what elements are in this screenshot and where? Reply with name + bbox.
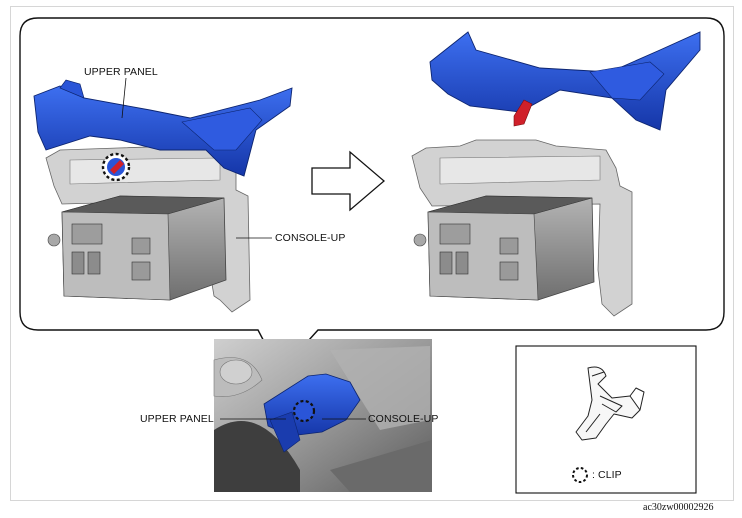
label-console-up-top: CONSOLE-UP: [275, 232, 346, 244]
label-console-up-bottom: CONSOLE-UP: [368, 413, 439, 425]
clip-icon: [575, 366, 645, 441]
figure-frame: [10, 6, 734, 501]
left-assembly: [33, 79, 293, 313]
vehicle-photo: [213, 339, 432, 492]
document-code: ac30zw00002926: [643, 502, 714, 513]
photo-clip-marker: [292, 399, 316, 423]
label-upper-panel-bottom: UPPER PANEL: [140, 413, 214, 425]
direction-arrow: [311, 150, 386, 212]
clip-legend-symbol: [572, 467, 588, 483]
right-assembly: [411, 31, 701, 317]
left-upper-panel: [33, 85, 293, 177]
right-upper-panel: [429, 31, 701, 131]
label-upper-panel-top: UPPER PANEL: [84, 66, 158, 78]
label-clip-legend: : CLIP: [592, 469, 622, 481]
red-clip: [513, 99, 533, 127]
